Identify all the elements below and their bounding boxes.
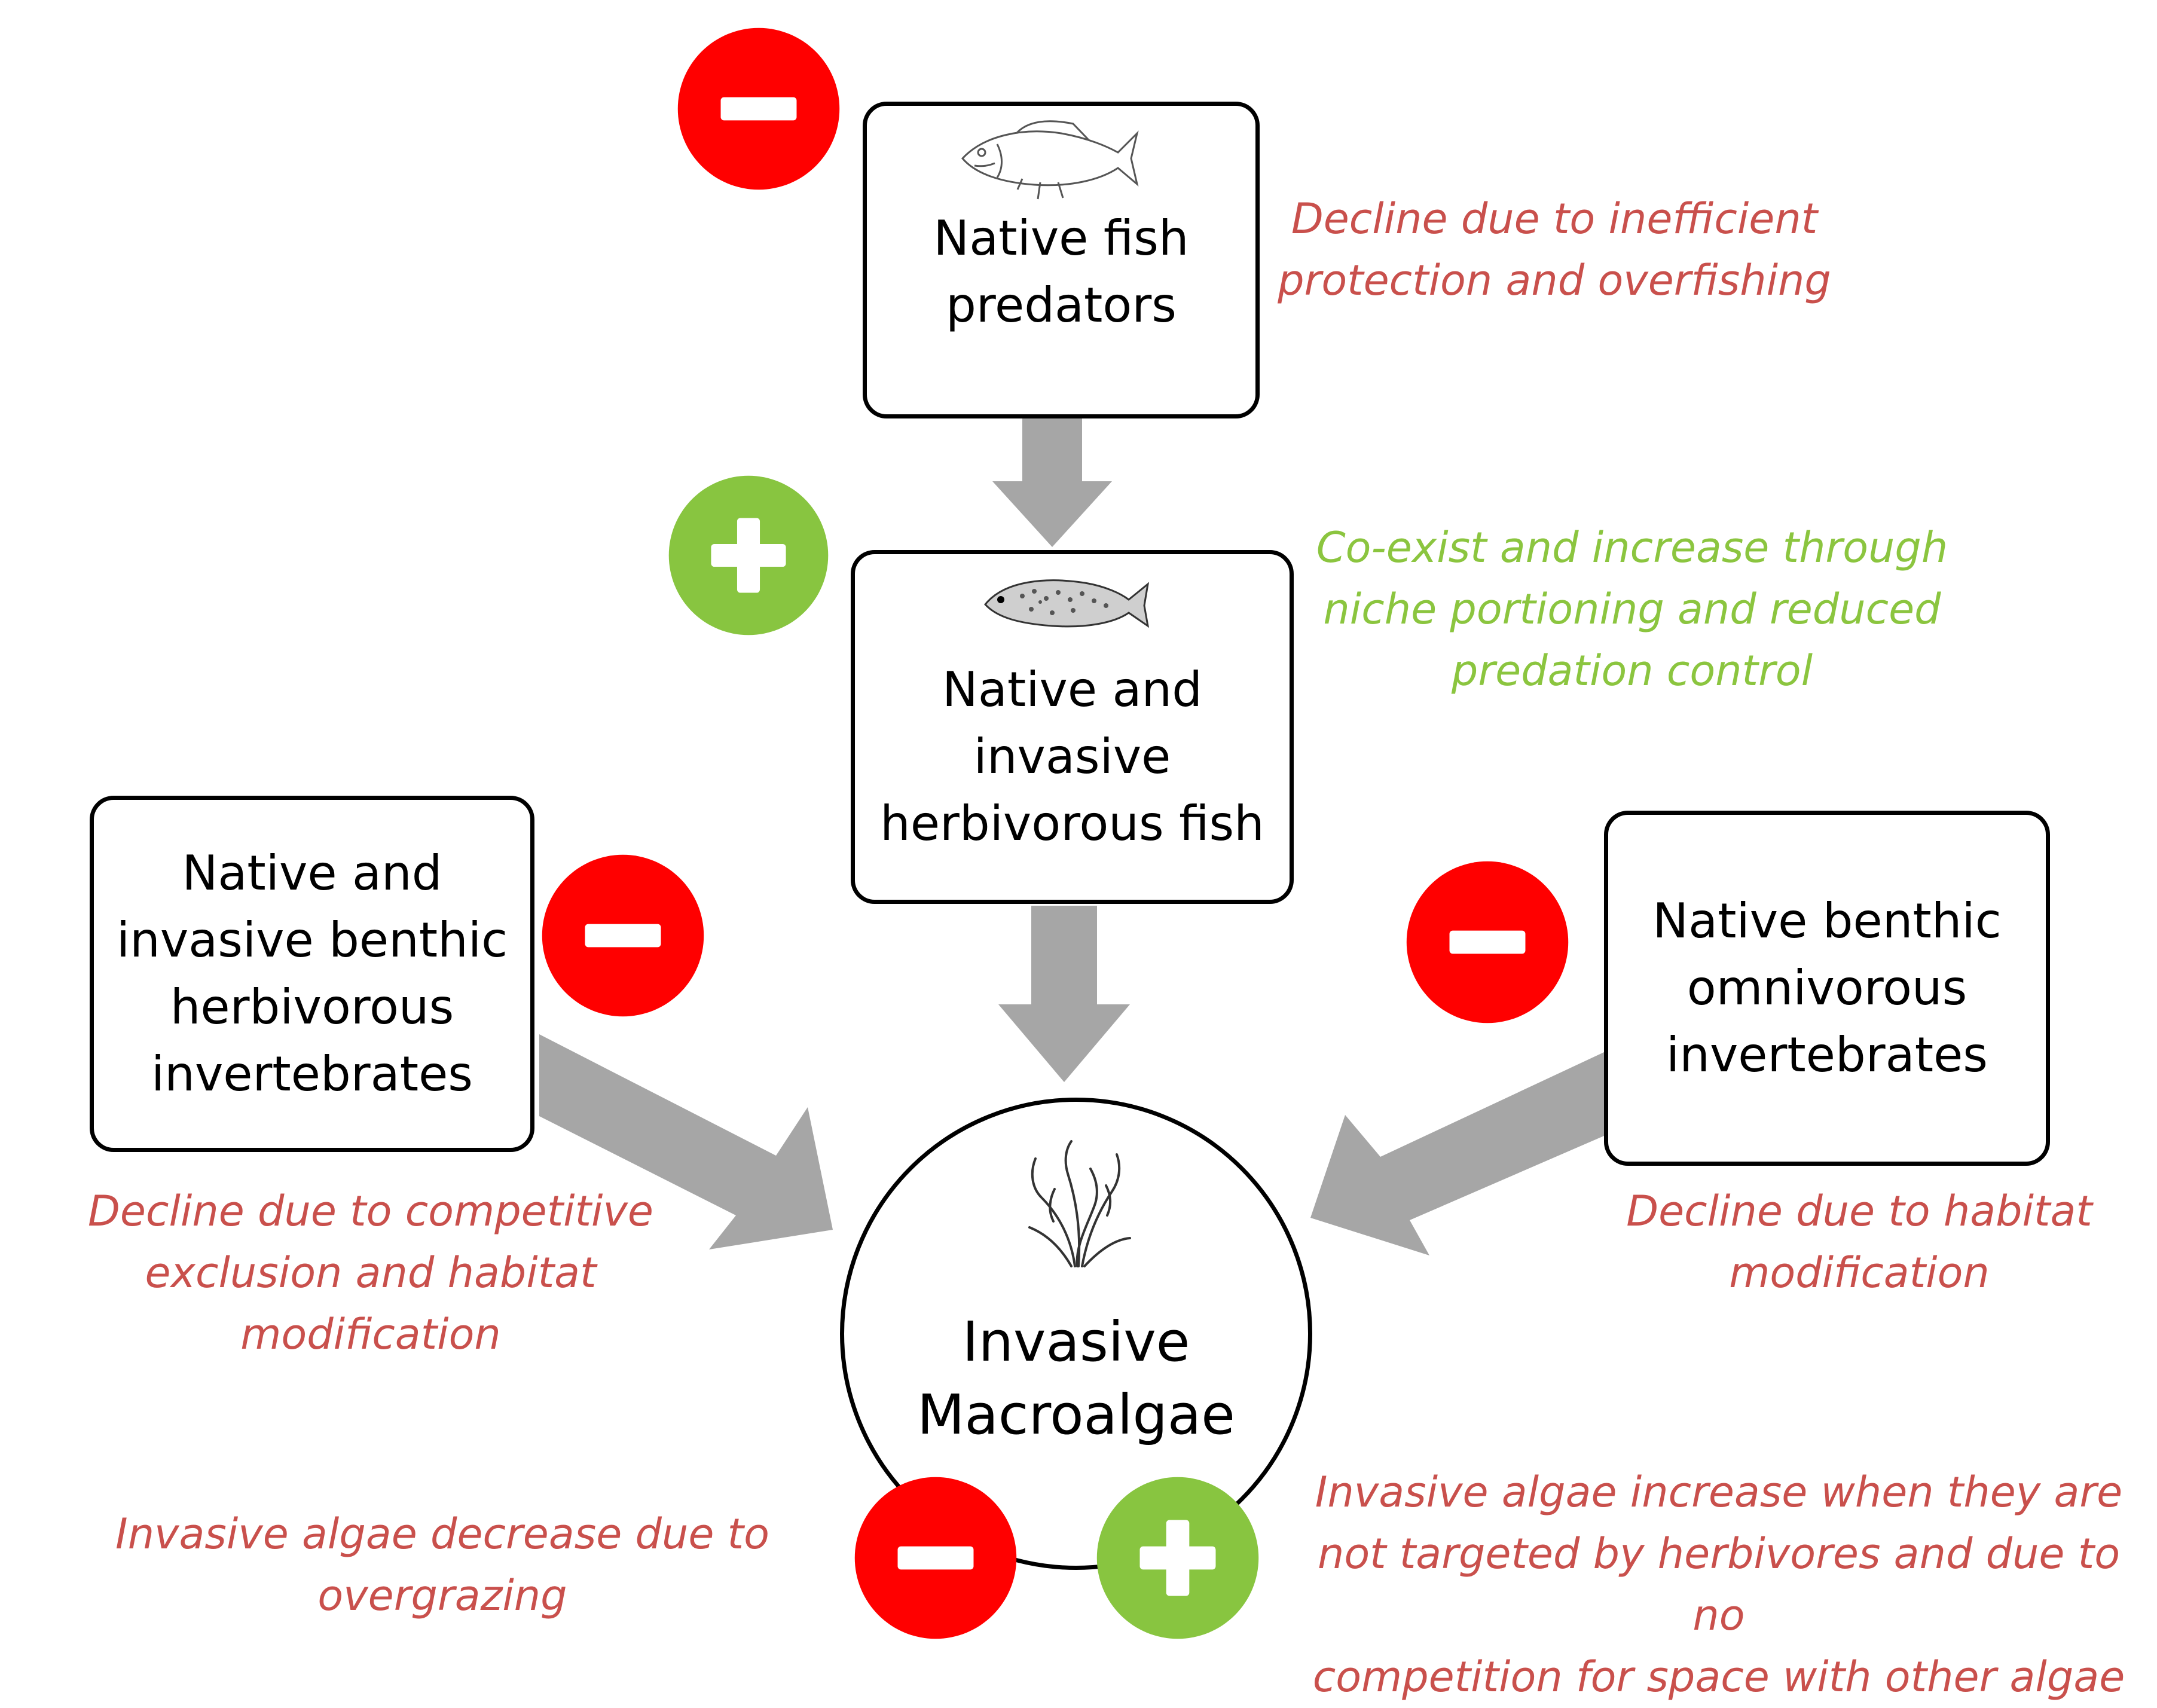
wrasse-fish-icon — [984, 579, 1150, 628]
node-benthic-omnivorous-invertebrates: Native benthic omnivorous invertebrates — [1604, 811, 2050, 1166]
arrow-herbivorous-fish-to-macroalgae — [998, 906, 1130, 1082]
label-invasive-benthic: invasive benthic — [116, 912, 508, 968]
annotation-algae-decrease: Invasive algae decrease due to overgrazi… — [115, 1510, 769, 1620]
annotation-herbivorous-fish: Co-exist and increase through niche port… — [1316, 523, 1948, 695]
label-herbivorous-fish: herbivorous fish — [880, 796, 1264, 851]
negative-sign-benthic-omnivores — [1406, 861, 1569, 1023]
label-invasive: invasive — [973, 729, 1171, 784]
node-native-invasive-herbivorous-fish: Native and invasive herbivorous fish — [851, 550, 1294, 904]
label-native-and: Native and — [942, 662, 1202, 717]
positive-sign-herbivorous-fish — [668, 475, 829, 635]
label-invasive: Invasive — [962, 1310, 1190, 1374]
predator-fish-icon — [961, 120, 1139, 200]
label-invertebrates: invertebrates — [1666, 1027, 1988, 1083]
node-benthic-herbivorous-invertebrates: Native and invasive benthic herbivorous … — [90, 796, 534, 1152]
annotation-benthic-omnivores: Decline due to habitat modification — [1626, 1187, 2092, 1297]
label-herbivorous: herbivorous — [170, 979, 454, 1035]
negative-sign-benthic-herbivores — [542, 854, 704, 1017]
node-native-fish-predators: Native fish predators — [863, 102, 1260, 418]
label-predators: predators — [946, 277, 1177, 333]
positive-sign-algae-increase — [1096, 1477, 1259, 1639]
annotation-predators: Decline due to inefficient protection an… — [1278, 194, 1831, 305]
label-native-and: Native and — [182, 845, 442, 901]
label-omnivorous: omnivorous — [1687, 960, 1967, 1016]
arrow-predators-to-herbivorous-fish — [992, 413, 1112, 547]
label-native-benthic: Native benthic — [1652, 893, 2002, 949]
negative-sign-algae-decrease — [854, 1477, 1017, 1639]
seaweed-icon — [1028, 1140, 1131, 1267]
annotation-benthic-herbivores: Decline due to competitive exclusion and… — [88, 1187, 653, 1359]
label-invertebrates: invertebrates — [151, 1046, 473, 1102]
label-macroalgae: Macroalgae — [917, 1383, 1235, 1447]
label-native-fish: Native fish — [933, 210, 1189, 266]
annotation-algae-increase: Invasive algae increase when they are no… — [1312, 1468, 2125, 1701]
negative-sign-predators — [677, 28, 840, 190]
